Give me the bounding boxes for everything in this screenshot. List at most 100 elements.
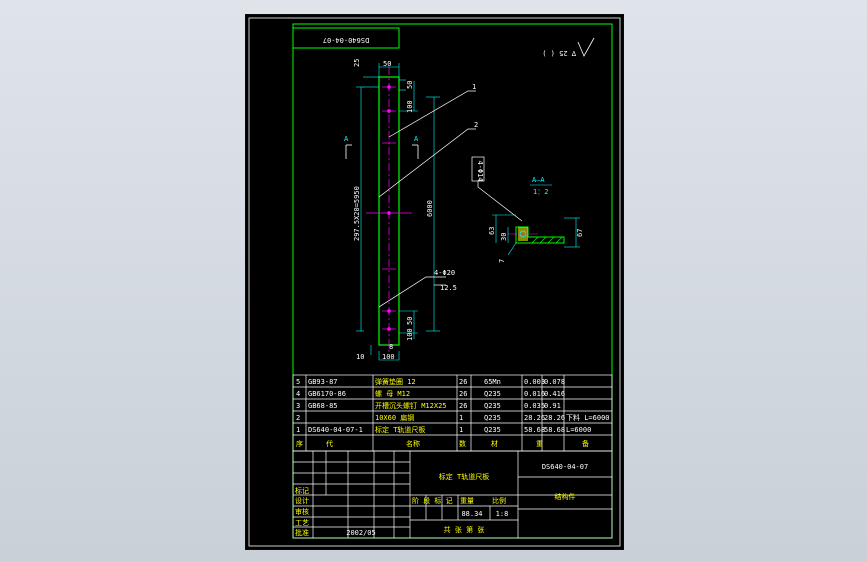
holes bbox=[366, 85, 412, 331]
bom-header-code: 代 bbox=[326, 439, 333, 448]
title-label-design: 设计 bbox=[295, 496, 309, 505]
bom-cell-mat: 65Mn bbox=[484, 378, 501, 386]
title-scale: 1:8 bbox=[496, 510, 509, 518]
section-dims bbox=[492, 214, 580, 256]
bom-cell-qty: 1 bbox=[459, 414, 463, 422]
leader-1: 1 bbox=[472, 83, 476, 91]
bom-cell-name: 10X60 扁钢 bbox=[375, 413, 414, 422]
bom-cell-w1: 28.26 bbox=[524, 414, 545, 422]
bom-cell-qty: 26 bbox=[459, 402, 467, 410]
title-label-stage: 阶 段 标 记 bbox=[412, 496, 453, 505]
bom-cell-mat: Q235 bbox=[484, 390, 501, 398]
section-marker-left: A bbox=[344, 135, 349, 143]
plate-marks bbox=[399, 79, 418, 334]
leader-2: 2 bbox=[474, 121, 478, 129]
bom-cell-w2: 0.416 bbox=[544, 390, 565, 398]
bom-cell-qty: 1 bbox=[459, 426, 463, 434]
bom-cell-note: 下料 L=6000 bbox=[566, 413, 610, 422]
bom-cell-no: 1 bbox=[296, 426, 300, 434]
bom-cell-w2: 0.91 bbox=[544, 402, 561, 410]
roughness-value: 12.5 bbox=[440, 284, 457, 292]
dim-50a: 50 bbox=[406, 81, 414, 89]
bom-cell-code: GB68-85 bbox=[308, 402, 338, 410]
bom-cell-no: 2 bbox=[296, 414, 300, 422]
section-markers bbox=[345, 144, 419, 159]
drawing-svg: DS640-04-07 ∇ 25 ( ) bbox=[248, 17, 621, 547]
bom-cell-w2: 28.26 bbox=[544, 414, 565, 422]
title-part-name: 标定 T轨道尺板 bbox=[439, 472, 489, 481]
title-label-weight: 重量 bbox=[460, 497, 474, 505]
dim-100: 100 bbox=[406, 100, 414, 113]
title-label-approve: 批准 bbox=[295, 528, 309, 537]
dim-50b: 50 bbox=[406, 317, 414, 325]
leaders bbox=[378, 90, 476, 308]
bom-cell-no: 5 bbox=[296, 378, 300, 386]
section-label: A—A bbox=[532, 176, 545, 184]
outer-border bbox=[248, 17, 621, 547]
bom-cell-mat: Q235 bbox=[484, 402, 501, 410]
bom-cell-qty: 26 bbox=[459, 390, 467, 398]
section-note: 4-Φ14 bbox=[476, 160, 484, 181]
title-label-sheet: 共 张 第 张 bbox=[444, 525, 485, 534]
holes-note: 4-Φ20 bbox=[434, 269, 455, 277]
bom-cell-mat: Q235 bbox=[484, 414, 501, 422]
inner-frame bbox=[292, 23, 613, 539]
bom-cell-w2: 0.078 bbox=[544, 378, 565, 386]
section-marker-right: A bbox=[414, 135, 419, 143]
bom-header-mat: 材 bbox=[491, 439, 498, 448]
bom-cell-name: 弹簧垫圈 12 bbox=[375, 377, 416, 386]
dimension-lines bbox=[356, 63, 440, 361]
title-label-mark: 标记 bbox=[295, 486, 309, 495]
bom-cell-no: 3 bbox=[296, 402, 300, 410]
title-drawing-no: DS640-04-07 bbox=[542, 463, 588, 471]
title-label-scale: 比例 bbox=[492, 496, 506, 505]
title-block-grid bbox=[292, 450, 613, 539]
bom-cell-name: 螺 母 M12 bbox=[375, 389, 410, 398]
number-box-text: DS640-04-07 bbox=[323, 36, 369, 44]
bom-cell-code: DS640-04-07-1 bbox=[308, 426, 363, 434]
bom-cell-mat: Q235 bbox=[484, 426, 501, 434]
bom-cell-qty: 26 bbox=[459, 378, 467, 386]
bom-cell-w1: 0.035 bbox=[524, 402, 545, 410]
title-weight: 88.34 bbox=[461, 510, 482, 518]
title-date: 2002/05 bbox=[346, 529, 376, 537]
bom-cell-w1: 58.68 bbox=[524, 426, 545, 434]
section-dim-67: 67 bbox=[576, 229, 584, 237]
bom-cell-w1: 0.003 bbox=[524, 378, 545, 386]
dim-bottom-8: 8 bbox=[389, 343, 393, 351]
bom-cell-code: GB93-87 bbox=[308, 378, 338, 386]
roughness-symbol bbox=[577, 37, 595, 57]
bom-cell-w2: 58.68 bbox=[544, 426, 565, 434]
section-scale: 1：2 bbox=[533, 188, 548, 196]
number-box bbox=[292, 27, 400, 49]
roughness-note: ∇ 25 ( ) bbox=[542, 49, 577, 57]
section-dim-63: 63 bbox=[488, 227, 496, 235]
dim-top-50: 50 bbox=[383, 60, 391, 68]
bom-cell-name: 开槽沉头螺钉 M12X25 bbox=[375, 401, 447, 410]
bom-cell-no: 4 bbox=[296, 390, 300, 398]
dim-100b: 100 bbox=[406, 328, 414, 341]
section-dim-30: 30 bbox=[500, 233, 508, 241]
bom-cell-w1: 0.016 bbox=[524, 390, 545, 398]
bom-cell-name: 标定 T轨道尺板 bbox=[375, 425, 425, 434]
title-label-process: 工艺 bbox=[295, 519, 309, 527]
section-profile bbox=[508, 226, 565, 244]
dim-bottom-10: 10 bbox=[356, 353, 364, 361]
bom-header-note: 备 bbox=[582, 439, 589, 448]
cad-drawing-canvas[interactable]: DS640-04-07 ∇ 25 ( ) bbox=[245, 14, 624, 550]
bom-header-qty: 数 bbox=[459, 439, 466, 448]
title-type: 结构件 bbox=[555, 492, 576, 501]
title-label-check: 审核 bbox=[295, 507, 309, 516]
dim-top-25: 25 bbox=[353, 59, 361, 67]
bom-header-name: 名称 bbox=[406, 439, 420, 448]
dim-main: 297.5X20=5950 bbox=[353, 186, 361, 241]
bom-grid bbox=[292, 374, 613, 452]
bom-header-no: 序 bbox=[296, 439, 303, 448]
bom-cell-note: L=6000 bbox=[566, 426, 591, 434]
dim-6000: 6000 bbox=[426, 200, 434, 217]
bom-header-weight: 重 bbox=[536, 440, 543, 448]
dim-bottom-100: 100 bbox=[382, 353, 395, 361]
section-dim-7: 7 bbox=[498, 259, 506, 263]
bom-cell-code: GB6170-86 bbox=[308, 390, 346, 398]
